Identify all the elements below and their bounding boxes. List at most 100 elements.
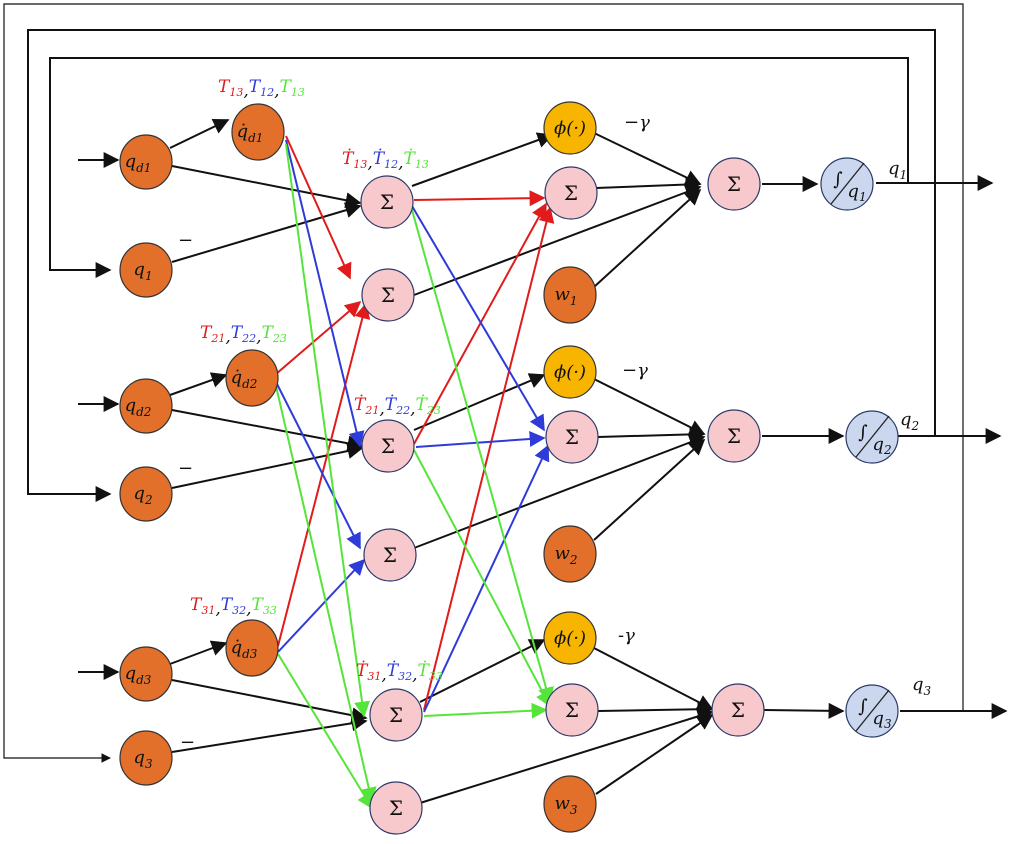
node-w3: w3: [543, 775, 597, 833]
node-q3: q3: [119, 730, 173, 786]
comma: ,: [367, 153, 372, 173]
t-symbol: Ṫ: [416, 394, 429, 415]
t-symbol: Ṫ: [385, 394, 398, 415]
svg-text:Σ: Σ: [389, 703, 403, 727]
sum-node-3a: Σ: [369, 688, 423, 742]
svg-text:Σ: Σ: [381, 434, 395, 458]
node-qdot-d3: q̇d3: [225, 619, 279, 677]
svg-text:q̇d2: q̇d2: [231, 367, 258, 391]
output-labels: q1 q2 q3: [888, 158, 932, 698]
t-subscript: 31: [201, 604, 215, 617]
red-edges: [275, 135, 555, 711]
blue-edges: [275, 139, 550, 713]
t-symbol: T: [262, 323, 275, 343]
t-subscript: 13: [415, 158, 429, 171]
comma: ,: [243, 81, 248, 101]
svg-text:ϕ(·): ϕ(·): [554, 628, 586, 649]
integrator-node-1: ∫ q1: [820, 157, 874, 211]
black-edges: [169, 119, 1008, 804]
minus-sign-3: −: [180, 732, 195, 753]
node-qdot-d2: q̇d2: [225, 349, 279, 407]
svg-text:∫: ∫: [858, 696, 868, 717]
t-subscript: 23: [272, 332, 287, 345]
weight-nodes: w1 w2 w3: [543, 266, 597, 833]
node-w1: w1: [543, 266, 597, 324]
t-subscript: 21: [210, 332, 225, 345]
gain-labels: −γ −γ -γ: [618, 112, 650, 646]
comma: ,: [381, 665, 386, 685]
svg-text:qd2: qd2: [125, 395, 152, 419]
t-subscript: 22: [395, 404, 410, 417]
sum-node-2b: Σ: [363, 528, 417, 582]
svg-text:q3: q3: [133, 747, 153, 771]
t-subscript: 12: [384, 158, 398, 171]
t-symbol: T: [221, 595, 234, 615]
sum-node-5c: Σ: [711, 683, 765, 737]
t-subscript: 32: [232, 604, 246, 617]
integrator-node-2: ∫ q2: [845, 410, 899, 464]
comma: ,: [379, 399, 384, 419]
svg-text:q2: q2: [872, 434, 891, 457]
output-label-q1: q1: [888, 158, 907, 182]
t-symbol: T: [231, 323, 244, 343]
t-label-group-2: T21,T22,T23: [200, 323, 287, 347]
minus-sign-1: −: [178, 230, 193, 251]
t-label-group-3: T31,T32,T33: [190, 595, 277, 619]
svg-text:∫: ∫: [833, 169, 843, 190]
t-symbol: Ṫ: [387, 660, 400, 681]
node-qdot-d1: q̇d1: [231, 103, 285, 161]
svg-text:Σ: Σ: [381, 283, 395, 307]
svg-text:∫: ∫: [858, 422, 868, 443]
t-symbol: T: [218, 77, 231, 97]
node-qd3: qd3: [119, 646, 173, 702]
comma: ,: [412, 665, 417, 685]
svg-text:q2: q2: [133, 483, 152, 507]
node-w2: w2: [543, 525, 597, 583]
t-symbol: T: [190, 595, 203, 615]
svg-text:w2: w2: [554, 543, 577, 567]
t-symbol: Ṫ: [354, 394, 367, 415]
svg-text:q1: q1: [847, 181, 866, 204]
phi-node-1: ϕ(·): [543, 101, 597, 155]
input-nodes: qd1 q1 qd2 q2 qd3 q3: [119, 134, 173, 786]
minus-signs: − − −: [178, 230, 195, 753]
comma: ,: [410, 399, 415, 419]
integrator-node-3: ∫ q3: [845, 684, 899, 738]
output-label-q2: q2: [900, 409, 919, 433]
sum-node-4b: Σ: [545, 410, 599, 464]
svg-text:Σ: Σ: [565, 698, 579, 722]
sum-node-3b: Σ: [369, 781, 423, 835]
sum-node-4a: Σ: [544, 166, 598, 220]
node-qd1: qd1: [119, 134, 173, 190]
phi-node-3: ϕ(·): [543, 611, 597, 665]
t-subscript: 23: [426, 404, 441, 417]
tdot-label-group-1: Ṫ13,Ṫ12,Ṫ13: [342, 148, 429, 173]
t-subscript: 33: [429, 670, 443, 683]
t-label-group-1: T13,T12,T13: [218, 77, 305, 101]
phi-nodes: ϕ(·) ϕ(·) ϕ(·): [543, 101, 597, 665]
comma: ,: [246, 599, 251, 619]
svg-text:q̇d1: q̇d1: [237, 121, 264, 145]
sum-node-1b: Σ: [361, 268, 415, 322]
t-symbol: T: [200, 323, 213, 343]
output-sum-nodes: Σ Σ Σ Σ Σ Σ: [544, 157, 765, 737]
svg-text:Σ: Σ: [564, 181, 578, 205]
gain-3: -γ: [618, 625, 635, 646]
t-labels: T13,T12,T13 T21,T22,T23 T31,T32,T33 Ṫ13,…: [190, 77, 443, 685]
svg-text:Σ: Σ: [731, 698, 745, 722]
gain-2: −γ: [622, 360, 648, 381]
sum-node-5a: Σ: [707, 157, 761, 211]
green-edges: [275, 143, 554, 810]
t-subscript: 13: [229, 86, 243, 99]
t-subscript: 31: [367, 670, 381, 683]
svg-text:Σ: Σ: [727, 424, 741, 448]
sum-node-5b: Σ: [707, 409, 761, 463]
sum-node-1a: Σ: [360, 175, 414, 229]
t-symbol: T: [280, 77, 293, 97]
t-symbol: Ṫ: [342, 148, 355, 169]
t-subscript: 33: [263, 604, 277, 617]
feedback-lines: [3, 3, 964, 763]
derivative-nodes: q̇d1 q̇d2 q̇d3: [225, 103, 285, 677]
comma: ,: [398, 153, 403, 173]
